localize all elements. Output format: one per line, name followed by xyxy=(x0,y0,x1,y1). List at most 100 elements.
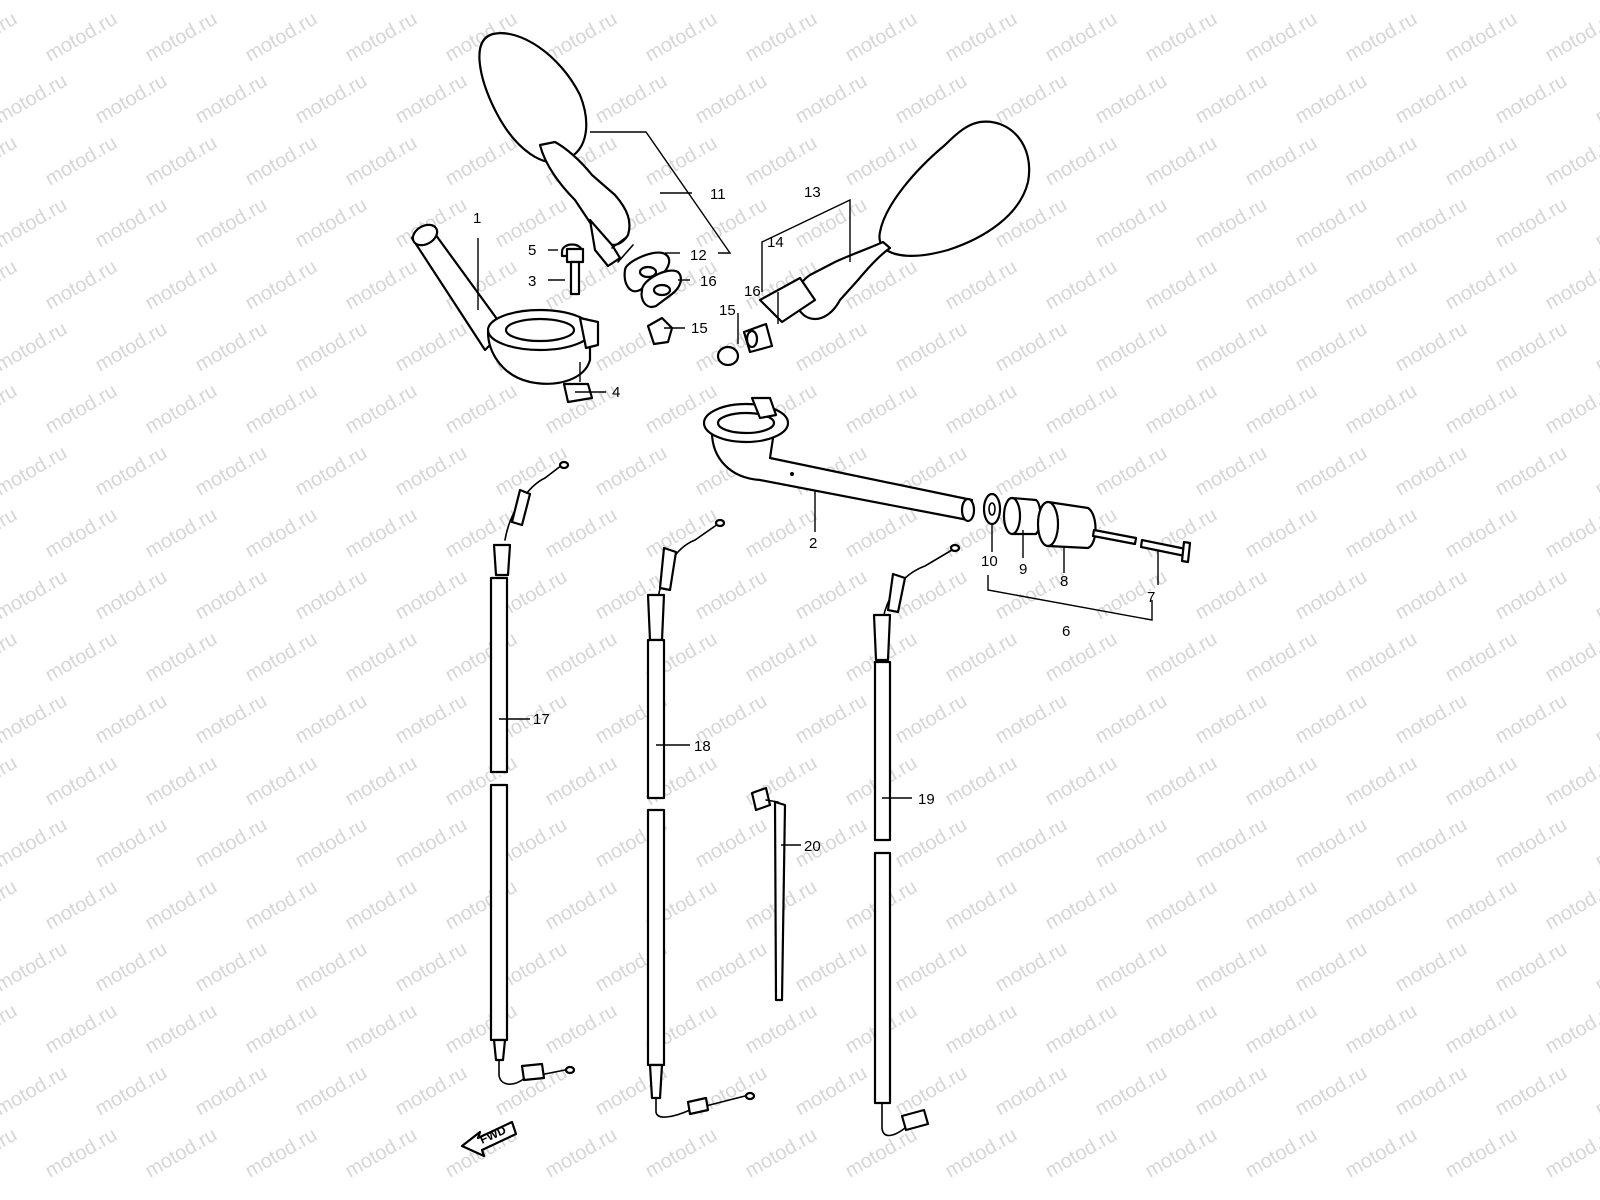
watermark-text: motod.ru xyxy=(0,1000,21,1059)
watermark-text: motod.ru xyxy=(1542,876,1600,935)
watermark-text: motod.ru xyxy=(142,256,221,315)
watermark-text: motod.ru xyxy=(1292,1062,1371,1121)
watermark-text: motod.ru xyxy=(1092,70,1171,129)
cable-17[interactable] xyxy=(489,460,576,1085)
cable-18[interactable] xyxy=(646,518,756,1118)
watermark-text: motod.ru xyxy=(192,194,271,253)
watermark-text: motod.ru xyxy=(1192,0,1271,4)
watermark-text: motod.ru xyxy=(292,938,371,997)
watermark-text: motod.ru xyxy=(442,132,521,191)
watermark-text: motod.ru xyxy=(42,1000,121,1059)
watermark-text: motod.ru xyxy=(1142,752,1221,811)
watermark-text: motod.ru xyxy=(1542,628,1600,687)
callout-1: 1 xyxy=(473,210,481,227)
watermark-text: motod.ru xyxy=(92,1062,171,1121)
watermark-text: motod.ru xyxy=(1592,442,1600,501)
right-handlebar[interactable] xyxy=(702,396,976,523)
watermark-text: motod.ru xyxy=(392,690,471,749)
cable-19[interactable] xyxy=(872,543,961,1137)
callout-6: 6 xyxy=(1062,623,1070,640)
left-handlebar[interactable] xyxy=(409,221,600,385)
watermark-text: motod.ru xyxy=(1442,1000,1521,1059)
left-mirror[interactable] xyxy=(478,32,634,268)
watermark-text: motod.ru xyxy=(442,380,521,439)
nut-4[interactable] xyxy=(562,382,594,404)
watermark-text: motod.ru xyxy=(1392,690,1471,749)
watermark-text: motod.ru xyxy=(1542,1000,1600,1059)
watermark-text: motod.ru xyxy=(992,318,1071,377)
watermark-text: motod.ru xyxy=(542,876,621,935)
watermark-text: motod.ru xyxy=(642,504,721,563)
watermark-text: motod.ru xyxy=(392,566,471,625)
watermark-text: motod.ru xyxy=(442,1000,521,1059)
watermark-text: motod.ru xyxy=(1392,70,1471,129)
bolt-3[interactable] xyxy=(565,247,585,296)
watermark-text: motod.ru xyxy=(842,380,921,439)
watermark-text: motod.ru xyxy=(492,0,571,4)
weight-9[interactable] xyxy=(1002,496,1042,536)
watermark-text: motod.ru xyxy=(1342,876,1421,935)
watermark-text: motod.ru xyxy=(1242,752,1321,811)
callout-14: 14 xyxy=(767,234,784,251)
watermark-text: motod.ru xyxy=(1442,752,1521,811)
watermark-text: motod.ru xyxy=(1142,256,1221,315)
watermark-text: motod.ru xyxy=(0,8,21,67)
watermark-text: motod.ru xyxy=(192,70,271,129)
watermark-text: motod.ru xyxy=(142,1124,221,1183)
washer-10[interactable] xyxy=(982,492,1002,526)
callout-9: 9 xyxy=(1019,561,1027,578)
watermark-text: motod.ru xyxy=(142,628,221,687)
watermark-text: motod.ru xyxy=(1092,690,1171,749)
watermark-text: motod.ru xyxy=(142,380,221,439)
cable-tie-20[interactable] xyxy=(750,786,787,1002)
watermark-text: motod.ru xyxy=(342,504,421,563)
watermark-text: motod.ru xyxy=(1342,504,1421,563)
watermark-text: motod.ru xyxy=(1092,1062,1171,1121)
watermark-text: motod.ru xyxy=(1292,442,1371,501)
right-mirror[interactable] xyxy=(758,120,1031,324)
watermark-text: motod.ru xyxy=(1142,1124,1221,1183)
watermark-text: motod.ru xyxy=(892,566,971,625)
watermark-text: motod.ru xyxy=(0,318,71,377)
watermark-text: motod.ru xyxy=(692,194,771,253)
watermark-text: motod.ru xyxy=(692,814,771,873)
callout-15-left: 15 xyxy=(691,320,708,337)
watermark-text: motod.ru xyxy=(92,318,171,377)
watermark-text: motod.ru xyxy=(1292,318,1371,377)
watermark-text: motod.ru xyxy=(1492,0,1571,4)
spacer-16-right[interactable] xyxy=(742,322,774,354)
watermark-text: motod.ru xyxy=(1542,256,1600,315)
watermark-text: motod.ru xyxy=(1092,194,1171,253)
nut-15-left[interactable] xyxy=(646,316,674,346)
watermark-text: motod.ru xyxy=(892,1062,971,1121)
watermark-text: motod.ru xyxy=(92,938,171,997)
watermark-text: motod.ru xyxy=(392,814,471,873)
watermark-text: motod.ru xyxy=(0,256,21,315)
weight-8[interactable] xyxy=(1036,500,1097,550)
watermark-text: motod.ru xyxy=(1592,70,1600,129)
watermark-text: motod.ru xyxy=(992,938,1071,997)
screw[interactable] xyxy=(1091,528,1138,546)
watermark-text: motod.ru xyxy=(1042,380,1121,439)
watermark-text: motod.ru xyxy=(1342,1000,1421,1059)
bolt-7[interactable] xyxy=(1139,538,1192,564)
adapter-12-16[interactable] xyxy=(623,251,682,308)
watermark-text: motod.ru xyxy=(942,876,1021,935)
watermark-text: motod.ru xyxy=(692,938,771,997)
callout-17: 17 xyxy=(533,711,550,728)
callout-20: 20 xyxy=(804,838,821,855)
watermark-text: motod.ru xyxy=(92,70,171,129)
nut-15-right[interactable] xyxy=(716,345,740,367)
watermark-text: motod.ru xyxy=(1292,0,1371,4)
watermark-text: motod.ru xyxy=(1592,938,1600,997)
watermark-text: motod.ru xyxy=(942,8,1021,67)
watermark-text: motod.ru xyxy=(1192,70,1271,129)
callout-3: 3 xyxy=(528,273,536,290)
watermark-text: motod.ru xyxy=(0,70,71,129)
watermark-text: motod.ru xyxy=(542,1124,621,1183)
watermark-text: motod.ru xyxy=(92,442,171,501)
watermark-text: motod.ru xyxy=(1192,938,1271,997)
watermark-text: motod.ru xyxy=(242,628,321,687)
watermark-text: motod.ru xyxy=(442,876,521,935)
watermark-text: motod.ru xyxy=(792,70,871,129)
